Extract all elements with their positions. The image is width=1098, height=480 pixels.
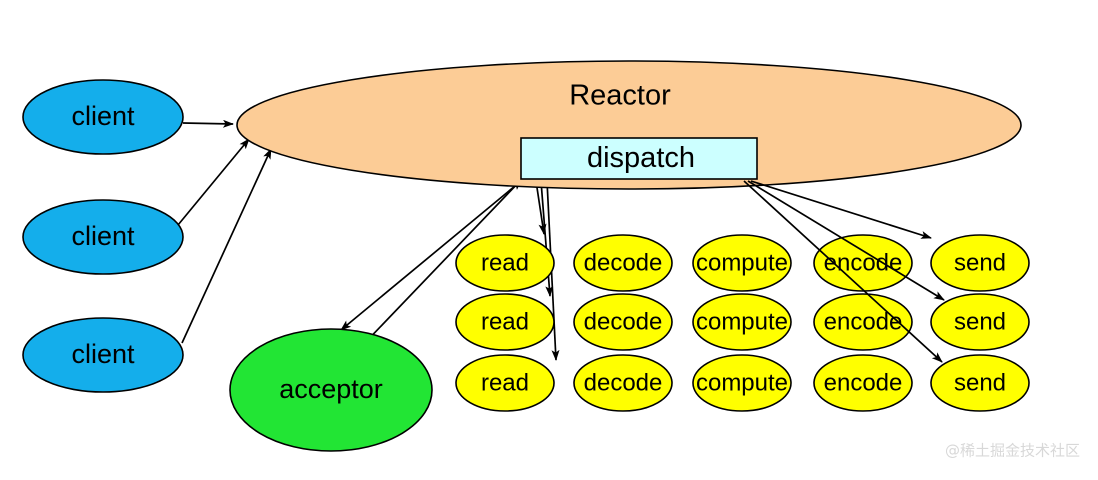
dispatch-box-shape [520, 137, 758, 180]
worker-node-read[interactable]: read [455, 234, 555, 292]
worker-node-compute[interactable]: compute [692, 293, 792, 351]
worker-label: compute [696, 249, 788, 276]
worker-label: decode [584, 249, 663, 276]
worker-label: compute [696, 308, 788, 335]
worker-label: compute [696, 369, 788, 396]
worker-label: send [954, 308, 1006, 335]
worker-label: read [481, 308, 529, 335]
edge-acceptor-to-dispatch [359, 179, 522, 349]
edge-dispatch-to-send-1 [750, 180, 932, 239]
worker-ellipse-shape [455, 234, 555, 292]
worker-ellipse-shape [692, 354, 792, 412]
reactor-node[interactable]: Reactor [236, 60, 1022, 190]
acceptor-ellipse-shape [229, 328, 433, 452]
acceptor-node[interactable]: acceptor [229, 328, 433, 452]
edge-dispatch-to-send-3 [743, 180, 943, 363]
worker-ellipse-shape [573, 293, 673, 351]
worker-label: read [481, 249, 529, 276]
client-ellipse-shape [22, 79, 184, 155]
client-ellipse-shape [22, 317, 184, 393]
client-group: client client client [22, 79, 184, 393]
edge-client-2-to-reactor [177, 138, 250, 226]
worker-node-encode[interactable]: encode [813, 293, 913, 351]
worker-label: encode [824, 369, 903, 396]
client-label: client [71, 339, 135, 369]
client-ellipse-shape [22, 199, 184, 275]
edge-dispatch-to-acceptor [340, 180, 522, 331]
worker-ellipse-shape [813, 354, 913, 412]
edge-client-1-to-reactor [182, 119, 234, 128]
worker-label: encode [824, 308, 903, 335]
worker-label: encode [824, 249, 903, 276]
worker-label: decode [584, 308, 663, 335]
worker-label: send [954, 249, 1006, 276]
worker-ellipse-shape [455, 293, 555, 351]
worker-ellipse-shape [573, 354, 673, 412]
client-node-1[interactable]: client [22, 79, 184, 155]
reactor-ellipse-shape [236, 60, 1022, 190]
reactor-label: Reactor [569, 80, 671, 112]
watermark-text: @稀土掘金技术社区 [945, 442, 1080, 460]
worker-ellipse-shape [455, 354, 555, 412]
client-node-3[interactable]: client [22, 317, 184, 393]
worker-node-compute[interactable]: compute [692, 234, 792, 292]
worker-node-encode[interactable]: encode [813, 354, 913, 412]
edge-layer-under [177, 119, 560, 361]
worker-label: send [954, 369, 1006, 396]
worker-node-decode[interactable]: decode [573, 354, 673, 412]
edge-dispatch-to-read-1 [535, 180, 547, 235]
worker-node-send[interactable]: send [930, 234, 1030, 292]
worker-ellipse-shape [813, 293, 913, 351]
worker-ellipse-shape [573, 234, 673, 292]
worker-node-read[interactable]: read [455, 354, 555, 412]
edge-dispatch-to-send-2 [747, 180, 945, 301]
dispatch-node[interactable]: dispatch [520, 137, 758, 180]
worker-ellipse-shape [930, 293, 1030, 351]
worker-ellipse-shape [930, 354, 1030, 412]
worker-node-decode[interactable]: decode [573, 234, 673, 292]
client-node-2[interactable]: client [22, 199, 184, 275]
worker-ellipse-shape [692, 293, 792, 351]
worker-node-read[interactable]: read [455, 293, 555, 351]
worker-node-encode[interactable]: encode [813, 234, 913, 292]
worker-node-send[interactable]: send [930, 293, 1030, 351]
worker-grid: read decode compute encode send read decode com… [455, 234, 1030, 412]
worker-ellipse-shape [813, 234, 913, 292]
dispatch-label: dispatch [587, 142, 695, 174]
worker-node-compute[interactable]: compute [692, 354, 792, 412]
worker-ellipse-shape [930, 234, 1030, 292]
worker-label: read [481, 369, 529, 396]
acceptor-label: acceptor [279, 374, 383, 404]
worker-node-send[interactable]: send [930, 354, 1030, 412]
edge-client-3-to-reactor [181, 148, 272, 344]
client-label: client [71, 221, 135, 251]
worker-node-decode[interactable]: decode [573, 293, 673, 351]
client-label: client [71, 101, 135, 131]
worker-label: decode [584, 369, 663, 396]
edge-layer-over [743, 180, 945, 363]
worker-ellipse-shape [692, 234, 792, 292]
